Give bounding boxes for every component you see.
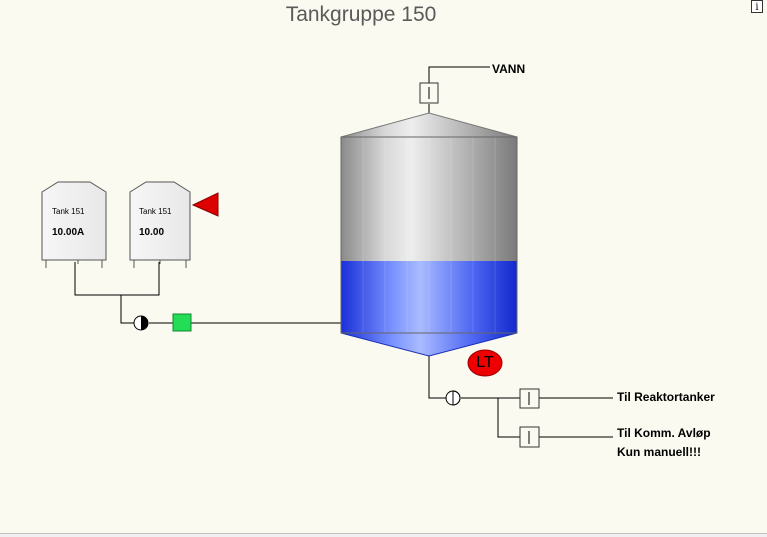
valve-to-drain[interactable] [519,426,540,448]
outlet-pump-icon[interactable] [445,390,461,406]
status-bar [0,533,767,537]
tank-151-a[interactable] [41,181,107,268]
valve-to-reactor[interactable] [519,388,540,409]
level-transmitter[interactable] [467,349,503,377]
lt-label: LT [476,354,494,371]
page-title: Tankgruppe 150 [285,3,437,26]
tank-a-value: 10.00A [52,227,85,238]
to-drain-label: Til Komm. Avløp [617,426,711,440]
manual-only-label: Kun manuell!!! [617,445,701,459]
to-reactor-label: Til Reaktortanker [617,390,715,404]
info-icon[interactable]: i [751,0,763,13]
tank-b-value: 10.00 [139,227,165,238]
tank-151-b[interactable] [129,181,191,268]
tank-a-name: Tank 151 [52,207,85,216]
valve-water-inlet[interactable] [419,82,439,104]
tank-b-name: Tank 151 [139,207,172,216]
piping [74,66,613,438]
flow-indicator[interactable] [172,313,192,332]
alarm-triangle-icon[interactable] [191,192,219,217]
pump-icon[interactable] [133,315,149,331]
water-label: VANN [492,62,526,76]
tank-ribs [362,137,496,333]
main-tank[interactable] [340,112,518,357]
